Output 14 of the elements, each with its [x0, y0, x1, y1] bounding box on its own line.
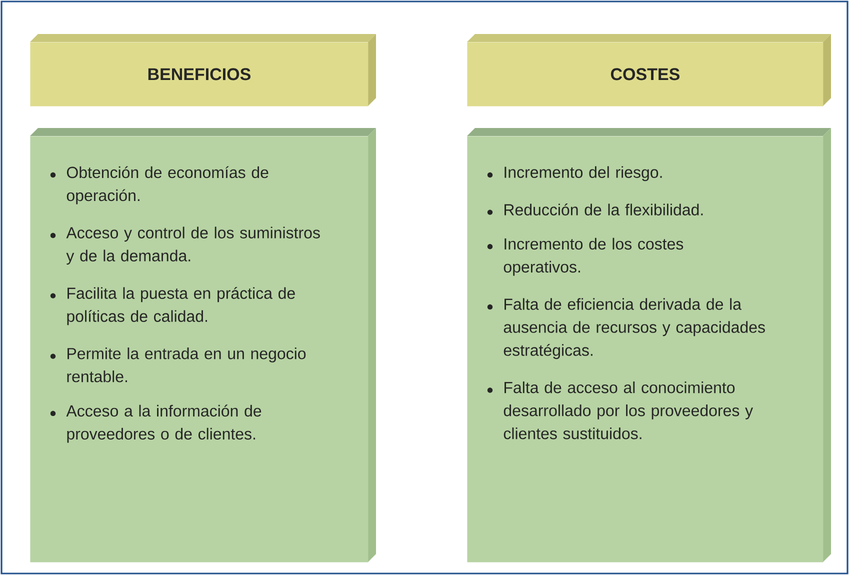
bullet-item: Falta de eficiencia derivada de la ausencia de recursos y capacidades estratégicas. — [487, 298, 765, 360]
bullet-item: Incremento de los costes operativos. — [487, 238, 684, 276]
bullet-item: Facilita la puesta en práctica de políticas de calidad. — [50, 287, 295, 326]
bullet-item: Acceso y control de los suministros y de la demanda. — [50, 226, 320, 265]
bullet-item: Acceso a la información de proveedores o de clientes. — [50, 404, 262, 443]
bullet-item: Incremento del riesgo. — [487, 166, 662, 182]
header-box: BENEFICIOS — [30, 34, 376, 106]
list-panel — [30, 128, 376, 562]
bullet-item: Falta de acceso al conocimiento desarrollado por los proveedores y clientes sustituidos. — [487, 381, 754, 440]
bullet-item: Reducción de la flexibilidad. — [487, 204, 703, 216]
list-panel — [467, 128, 831, 562]
header-box: COSTES — [467, 34, 831, 106]
bullet-item: Permite la entrada en un negocio rentable. — [50, 348, 306, 382]
bullet-item: Obtención de economías de operación. — [50, 166, 268, 204]
